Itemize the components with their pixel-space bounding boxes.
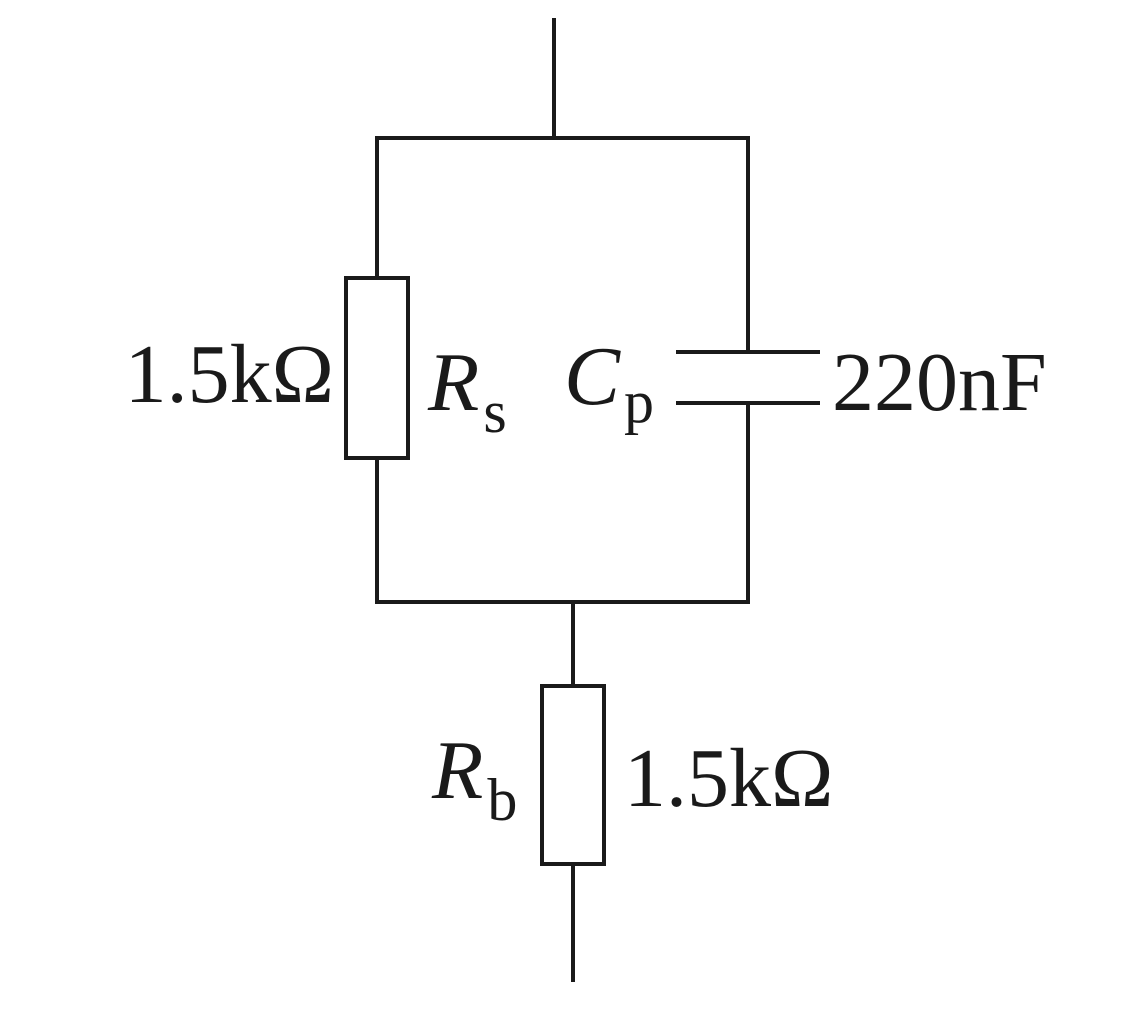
rs-symbol-label: Rs xyxy=(427,336,507,445)
resistor-rs xyxy=(344,276,410,460)
rs-value-label: 1.5kΩ xyxy=(125,328,334,421)
cp-symbol-label: Cp xyxy=(564,330,654,435)
resistor-rb xyxy=(540,684,606,866)
rb-symbol: R xyxy=(431,724,483,817)
capacitor-cp xyxy=(676,350,820,405)
rb-subscript: b xyxy=(487,767,517,833)
wires xyxy=(375,18,750,982)
rb-value-label: 1.5kΩ xyxy=(624,732,833,825)
cp-subscript: p xyxy=(624,369,654,435)
rs-symbol: R xyxy=(427,336,479,429)
cp-symbol: C xyxy=(564,330,621,423)
cp-value-label: 220nF xyxy=(832,336,1047,429)
rb-symbol-label: Rb xyxy=(431,724,517,833)
rs-subscript: s xyxy=(483,379,506,445)
